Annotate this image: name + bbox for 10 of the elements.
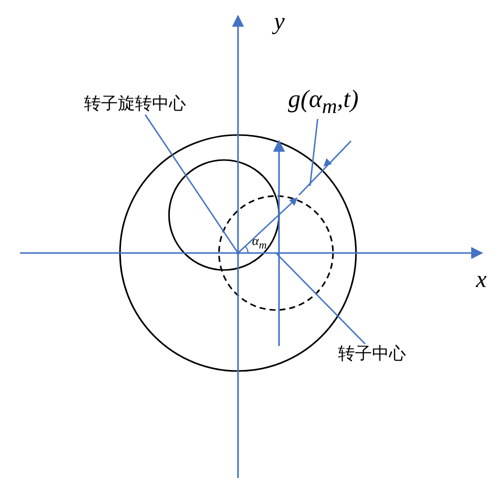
- leader-line: [144, 114, 239, 254]
- axis-label: y: [274, 10, 285, 34]
- callout-text: 转子旋转中心: [84, 95, 186, 114]
- callout-text: g(α$_{m}$,t): [288, 86, 359, 118]
- angle-label: α$_{m}$: [252, 234, 267, 252]
- leader-line: [276, 252, 366, 344]
- rotor-position-circle: [218, 195, 334, 311]
- callout-text: 转子中心: [338, 345, 406, 364]
- leader-line: [309, 118, 318, 186]
- axis-label: x: [476, 268, 487, 292]
